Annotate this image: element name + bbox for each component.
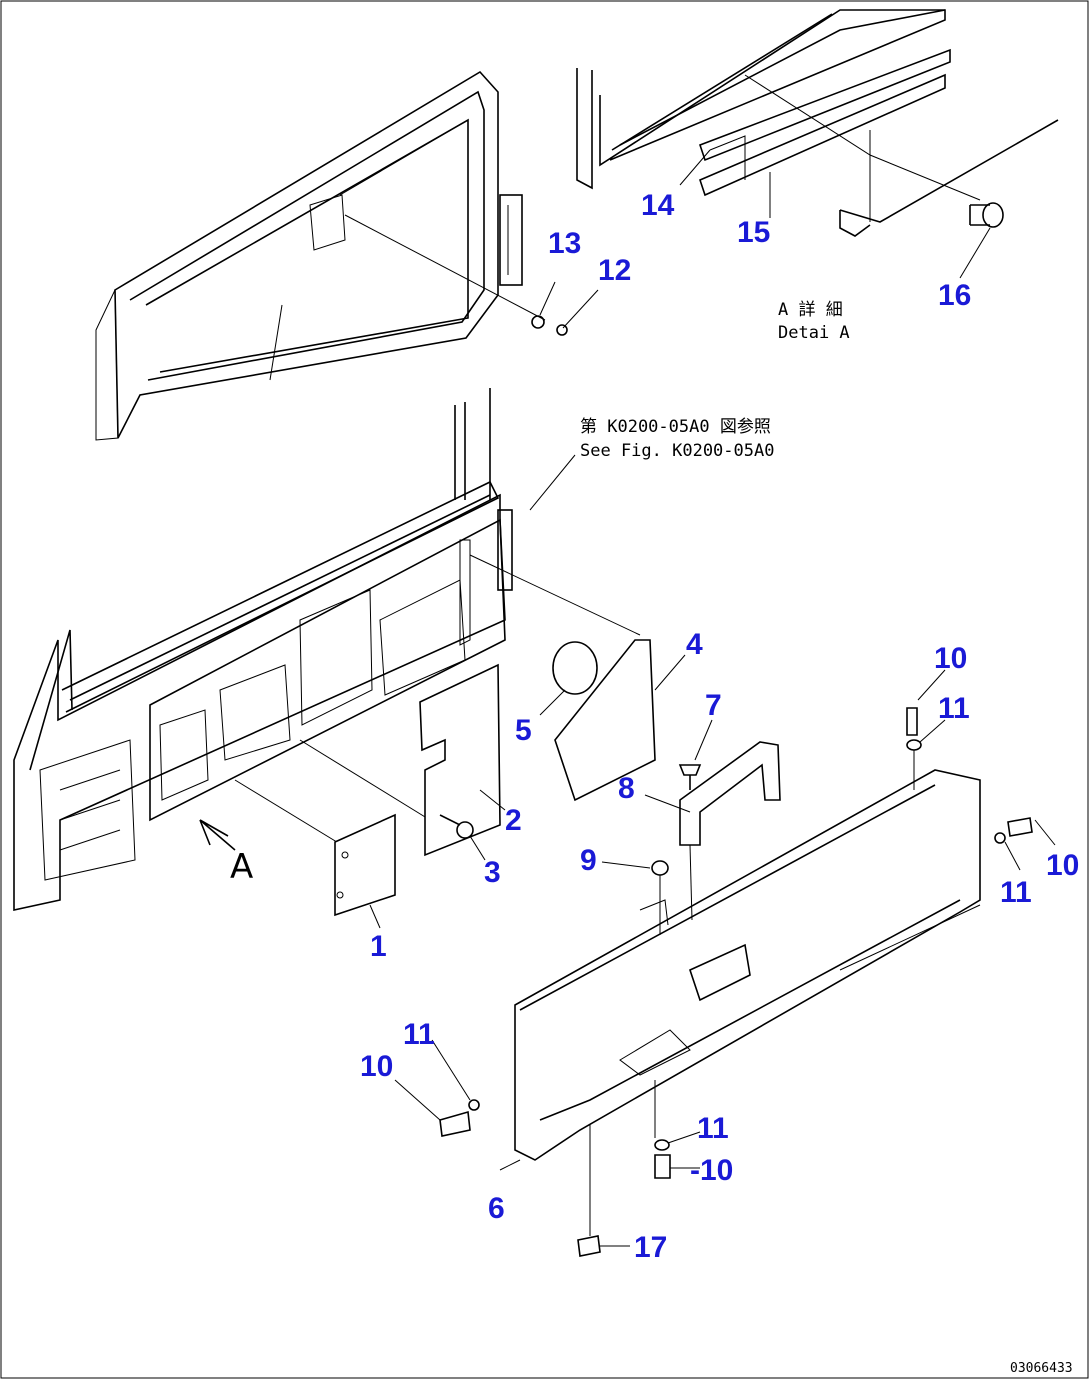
part-17-clip (577, 1125, 601, 1257)
screw-16 (969, 202, 1004, 228)
callout-6: 6 (488, 1192, 505, 1225)
callout-11-right: 11 (1000, 876, 1032, 909)
part-8-handle (679, 741, 781, 921)
part-7-screw (678, 764, 702, 790)
callout-4: 4 (686, 628, 703, 661)
callout-13: 13 (548, 227, 581, 260)
callout-1: 1 (370, 930, 387, 963)
callout-10-left: 10 (360, 1050, 393, 1083)
callout-17: 17 (634, 1231, 667, 1264)
part-1-plate (334, 813, 396, 917)
part-5-disc (552, 641, 598, 695)
callout-15: 15 (737, 216, 770, 249)
reference-note-jp: 第 K0200-05A0 図参照 (580, 417, 771, 437)
callout-7: 7 (705, 689, 722, 722)
screws-10-11 (439, 707, 1033, 1179)
callout-10-right: 10 (1046, 849, 1079, 882)
reference-note-en: See Fig. K0200-05A0 (580, 441, 774, 461)
part-6-trim-panel (514, 769, 981, 1161)
callout-3: 3 (484, 856, 501, 889)
view-marker-a: A (230, 847, 253, 887)
part-3-fastener (439, 814, 474, 839)
document-id: 03066433 (1010, 1361, 1073, 1376)
callout-5: 5 (515, 714, 532, 747)
detail-label-jp: A 詳 細 (778, 300, 843, 320)
callout-11-top: 11 (938, 692, 970, 725)
callout-10-bottom: -10 (690, 1154, 733, 1187)
callout-11-left: 11 (403, 1018, 435, 1051)
callout-9: 9 (580, 844, 597, 877)
callout-14: 14 (641, 189, 675, 222)
callout-16: 16 (938, 279, 971, 312)
part-9-washer (651, 860, 669, 935)
lower-door (13, 388, 641, 911)
upper-door-frame (95, 70, 568, 441)
leader-lines (369, 149, 1056, 1247)
callout-12: 12 (598, 254, 631, 287)
detail-a-rails (576, 9, 1059, 237)
part-4-plate (554, 639, 656, 802)
callout-10-top: 10 (934, 642, 967, 675)
callout-11-bottom: 11 (697, 1112, 729, 1145)
callout-2: 2 (505, 804, 522, 837)
detail-label-en: Detai A (778, 323, 850, 343)
callout-8: 8 (618, 772, 635, 805)
part-2-plate (419, 663, 501, 857)
